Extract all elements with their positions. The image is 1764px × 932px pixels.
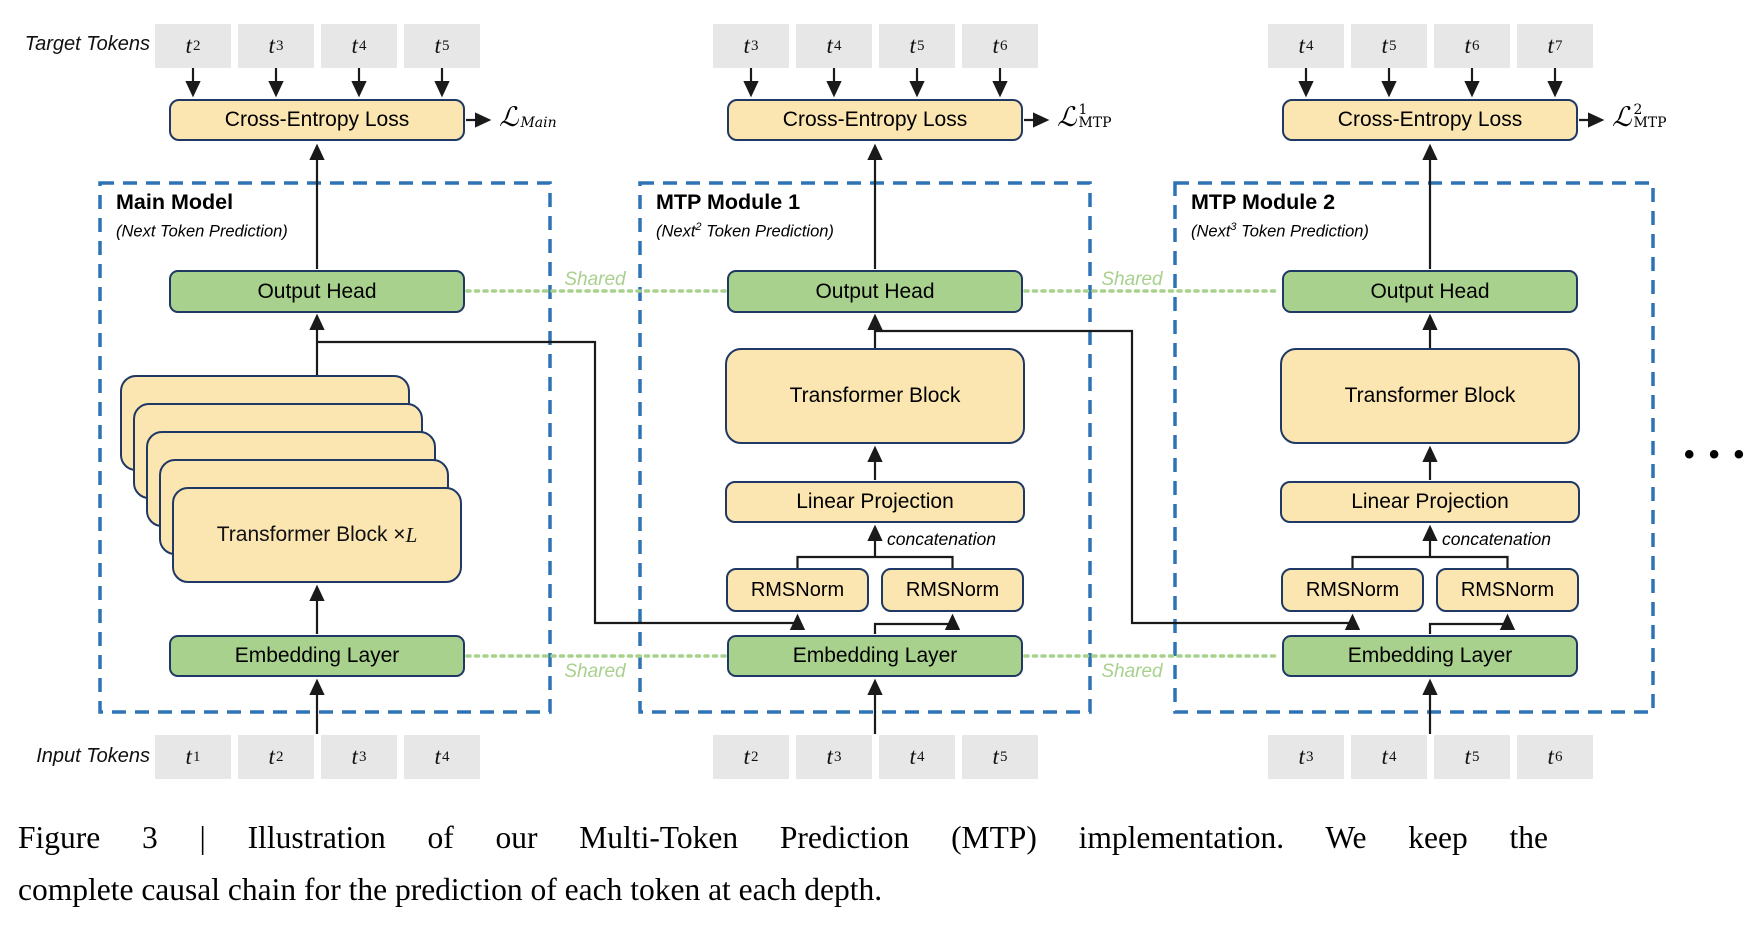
rmsnorm-box: RMSNorm <box>1281 568 1424 612</box>
shared-label: Shared <box>564 661 626 682</box>
module-title: Main Model <box>116 190 234 214</box>
rmsnorm-box: RMSNorm <box>726 568 869 612</box>
shared-label: Shared <box>564 269 626 290</box>
cross-entropy-loss-box: Cross-Entropy Loss <box>727 99 1023 141</box>
rmsnorm-box: RMSNorm <box>881 568 1024 612</box>
module-title: MTP Module 1 <box>656 190 801 214</box>
mtp-module-1-border <box>638 181 1092 714</box>
transformer-block-box: Transformer Block <box>1280 348 1580 444</box>
cross-entropy-loss-box: Cross-Entropy Loss <box>169 99 465 141</box>
transformer-block-box: Transformer Block <box>725 348 1025 444</box>
linear-projection-box: Linear Projection <box>1280 481 1580 523</box>
module-subtitle: (Next2 Token Prediction) <box>656 221 834 241</box>
embedding-layer-box: Embedding Layer <box>1282 635 1578 677</box>
output-head-box: Output Head <box>169 270 465 313</box>
shared-label: Shared <box>1101 661 1163 682</box>
figure-caption-line2: complete causal chain for the prediction… <box>18 872 883 907</box>
embedding-layer-box: Embedding Layer <box>169 635 465 677</box>
transformer-block-stack-front: Transformer Block × L <box>172 487 462 583</box>
module-title: MTP Module 2 <box>1191 190 1336 214</box>
embedding-layer-box: Embedding Layer <box>727 635 1023 677</box>
shared-label: Shared <box>1101 269 1163 290</box>
output-head-box: Output Head <box>727 270 1023 313</box>
figure-caption-line1: Figure 3 | Illustration of our Multi-Tok… <box>18 820 1548 855</box>
linear-projection-box: Linear Projection <box>725 481 1025 523</box>
shared-dotted-links <box>465 289 1282 658</box>
cross-entropy-loss-box: Cross-Entropy Loss <box>1282 99 1578 141</box>
target-tokens-label: Target Tokens <box>24 33 150 55</box>
more-modules-ellipsis: • • • <box>1684 438 1748 471</box>
module-subtitle: (Next3 Token Prediction) <box>1191 221 1369 241</box>
output-head-box: Output Head <box>1282 270 1578 313</box>
mtp-module-2-border <box>1173 181 1655 714</box>
concatenation-label: concatenation <box>887 529 996 549</box>
input-tokens-label: Input Tokens <box>36 745 150 767</box>
module-subtitle: (Next Token Prediction) <box>116 222 288 241</box>
concatenation-label: concatenation <box>1442 529 1551 549</box>
rmsnorm-box: RMSNorm <box>1436 568 1579 612</box>
